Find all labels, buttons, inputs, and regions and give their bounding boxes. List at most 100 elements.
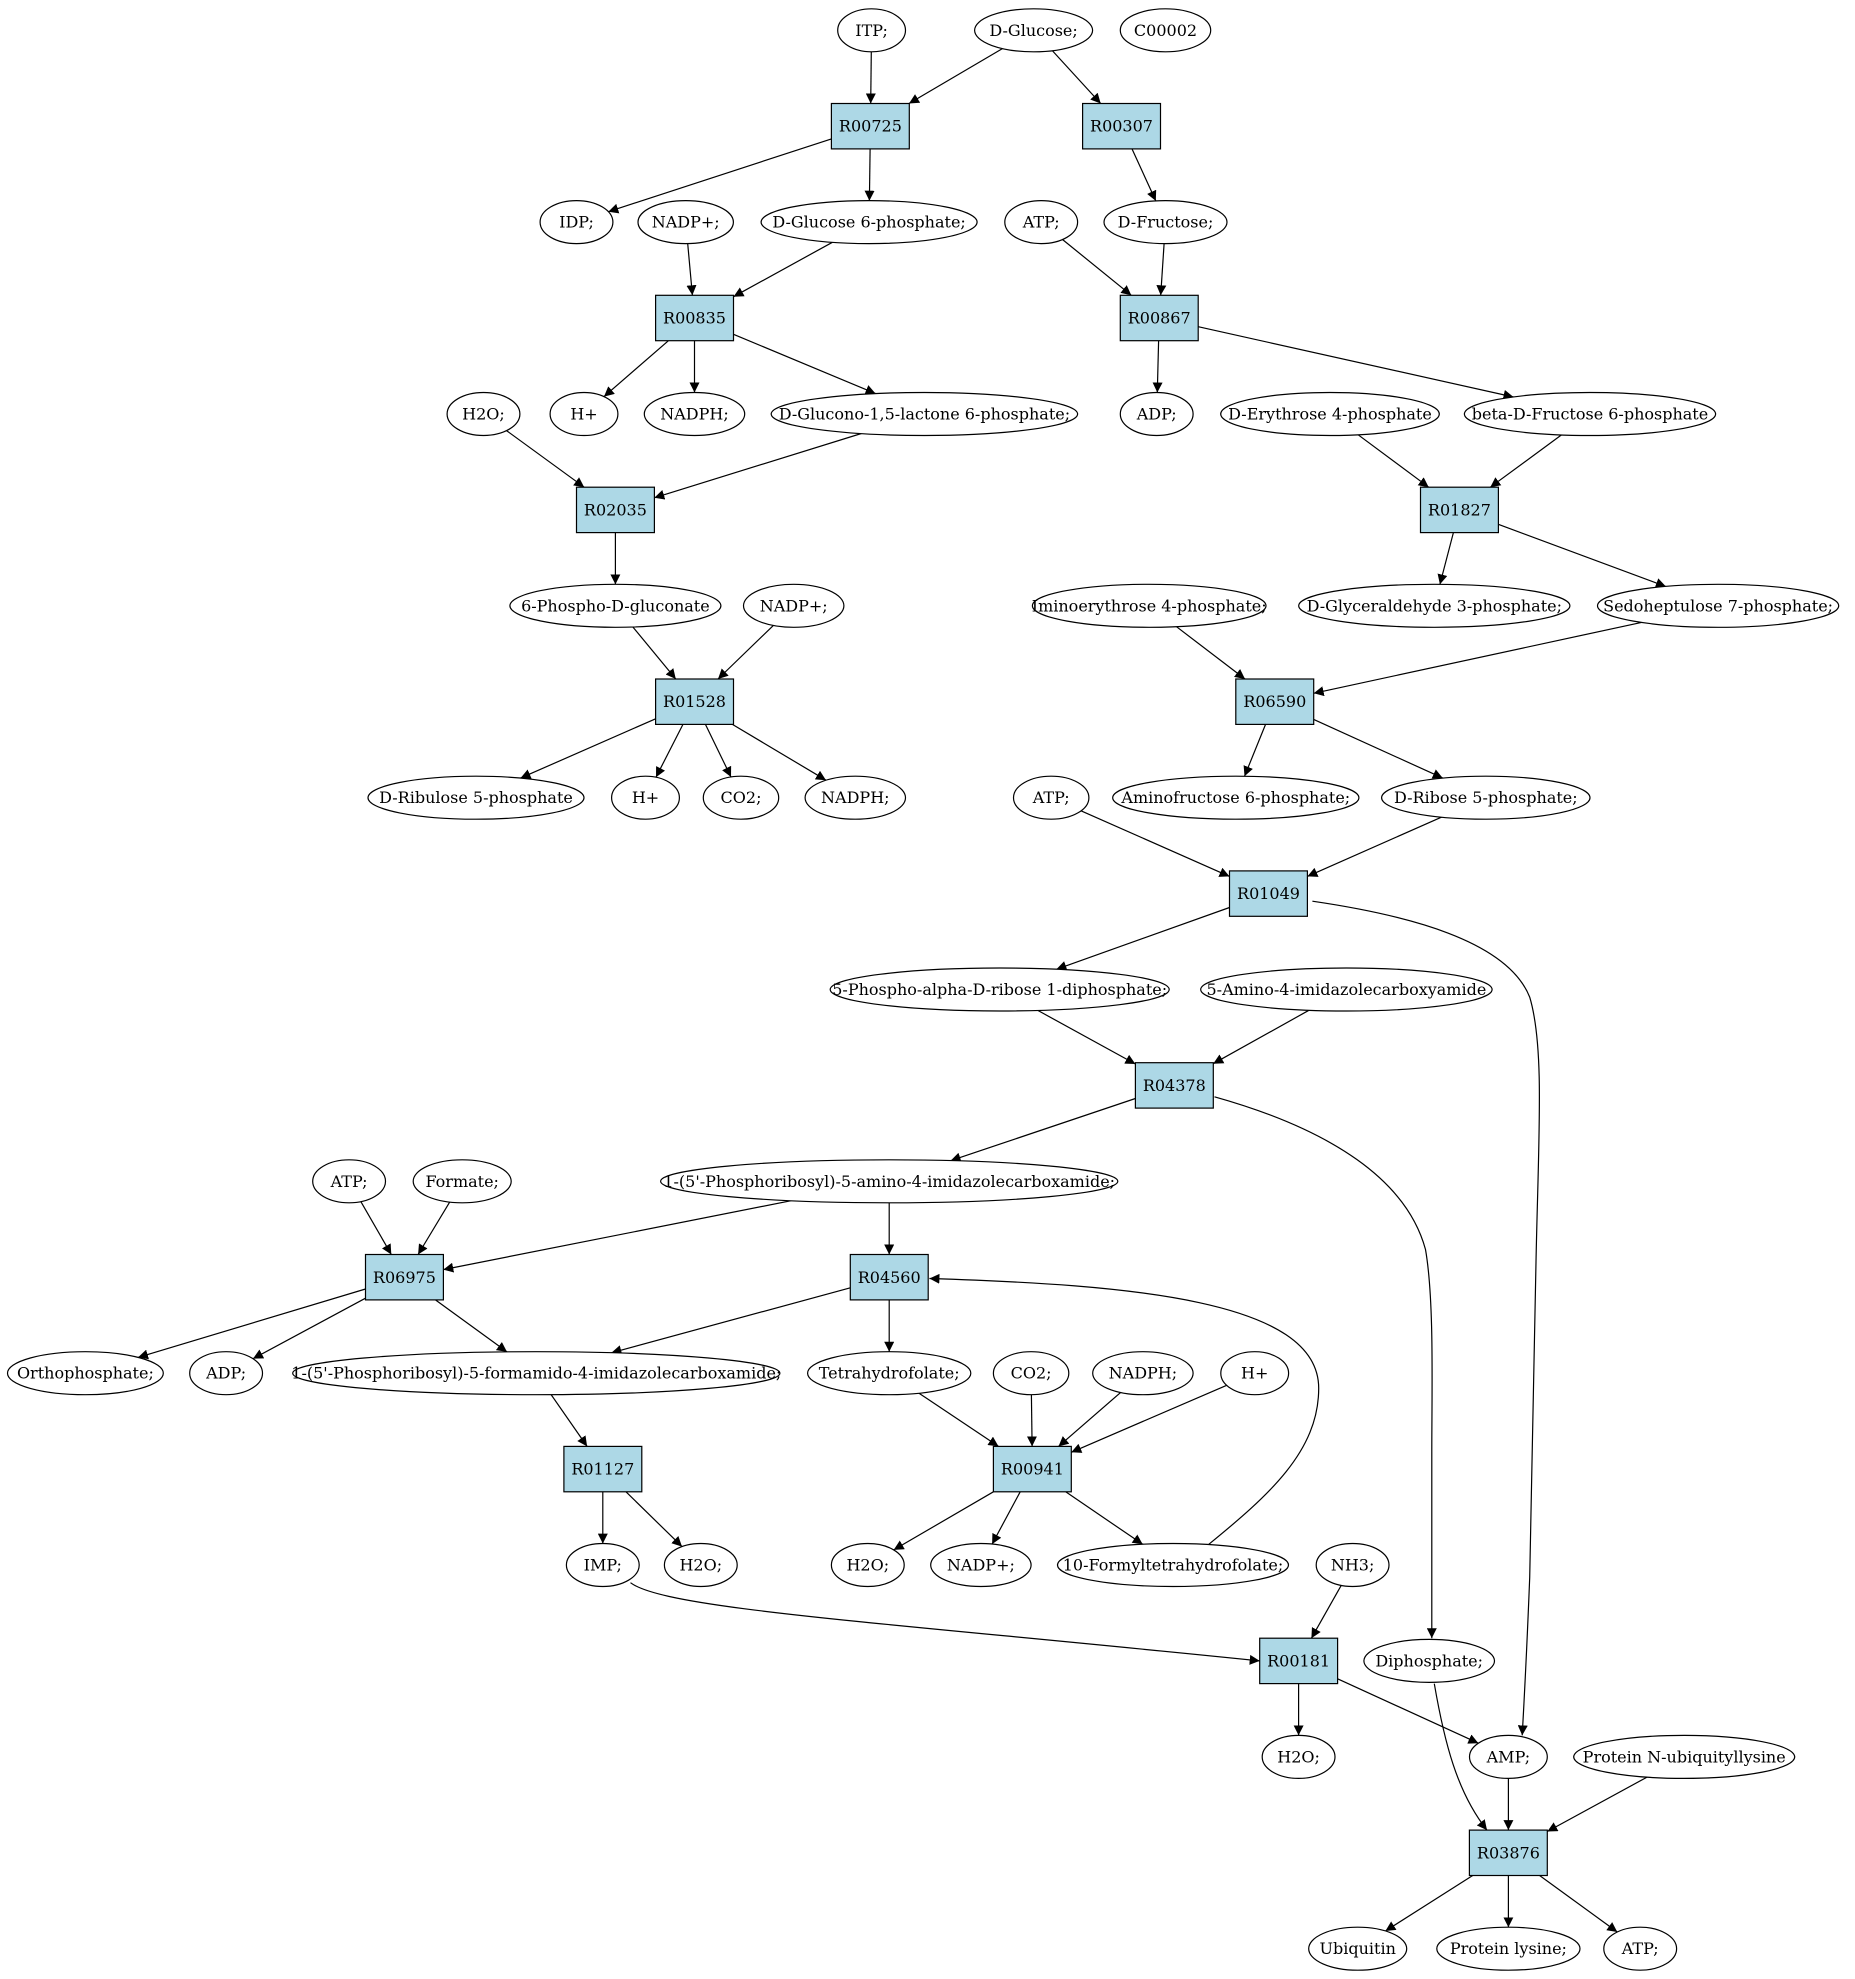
- reaction-node-r01528[interactable]: R01528: [654, 678, 735, 726]
- node-label: R03876: [1477, 1843, 1540, 1862]
- compound-node-orthophos[interactable]: Orthophosphate;: [6, 1351, 164, 1396]
- reaction-node-r00835[interactable]: R00835: [654, 294, 735, 342]
- compound-ellipse: [837, 8, 907, 53]
- reaction-node-r00307[interactable]: R00307: [1081, 102, 1162, 150]
- compound-ellipse: [829, 967, 1170, 1012]
- compound-node-hplus3[interactable]: H+: [1220, 1351, 1290, 1396]
- compound-node-h2o3[interactable]: H2O;: [830, 1542, 905, 1588]
- compound-ellipse: [973, 8, 1094, 53]
- compound-node-protlys[interactable]: Protein lysine;: [1436, 1926, 1581, 1971]
- compound-node-faicar[interactable]: 1-(5'-Phosphoribosyl)-5-formamido-4-imid…: [291, 1351, 781, 1396]
- edge-r00835-to-glucono: [733, 333, 876, 395]
- node-label: R00181: [1267, 1651, 1330, 1670]
- reaction-node-r01049[interactable]: R01049: [1228, 870, 1309, 917]
- compound-ellipse: [565, 1542, 640, 1588]
- compound-node-h2o4[interactable]: H2O;: [1261, 1734, 1336, 1780]
- edge-r01127-to-h2o2: [625, 1491, 683, 1548]
- node-label: Orthophosphate;: [17, 1364, 154, 1383]
- compound-node-gluconate[interactable]: 6-Phospho-D-gluconate: [509, 583, 722, 628]
- compound-node-nadp3[interactable]: NADP+;: [930, 1542, 1032, 1588]
- reaction-node-r03876[interactable]: R03876: [1468, 1829, 1548, 1877]
- reaction-node-r06975[interactable]: R06975: [364, 1253, 445, 1301]
- compound-node-thf[interactable]: Tetrahydrofolate;: [807, 1351, 972, 1396]
- edge-prpp-to-r04378: [1037, 1009, 1136, 1065]
- compound-node-glucono[interactable]: D-Glucono-1,5-lactone 6-phosphate;: [770, 391, 1079, 437]
- reaction-node-r00867[interactable]: R00867: [1119, 294, 1199, 342]
- compound-node-h2o1[interactable]: H2O;: [446, 391, 521, 437]
- compound-node-nadp1[interactable]: NADP+;: [637, 200, 735, 245]
- compound-node-ribulose[interactable]: D-Ribulose 5-phosphate: [367, 775, 585, 820]
- compound-ellipse: [1103, 200, 1228, 245]
- compound-node-adp1[interactable]: ADP;: [1119, 391, 1194, 437]
- compound-node-iminoery[interactable]: Iminoerythrose 4-phosphate;: [1031, 583, 1267, 628]
- compound-node-amp[interactable]: AMP;: [1468, 1734, 1548, 1780]
- compound-node-hplus2[interactable]: H+: [610, 775, 680, 820]
- compound-node-ribose5p[interactable]: D-Ribose 5-phosphate;: [1381, 775, 1591, 820]
- reaction-node-r01127[interactable]: R01127: [563, 1445, 643, 1493]
- node-label: H2O;: [846, 1556, 889, 1575]
- compound-node-erythrose[interactable]: D-Erythrose 4-phosphate: [1220, 391, 1440, 437]
- compound-node-sedo[interactable]: Sedoheptulose 7-phosphate;: [1596, 583, 1840, 628]
- reaction-node-r00725[interactable]: R00725: [830, 102, 910, 150]
- compound-node-co2b[interactable]: CO2;: [992, 1351, 1070, 1396]
- edge-r00725-to-g6p: [864, 148, 875, 201]
- node-label: H2O;: [679, 1556, 722, 1575]
- compound-node-atp2[interactable]: ATP;: [1012, 775, 1090, 820]
- edge-nadp1-to-r00835: [686, 243, 697, 296]
- compound-node-h2o2[interactable]: H2O;: [663, 1542, 738, 1588]
- compound-node-aica[interactable]: 5-Amino-4-imidazolecarboxyamide: [1200, 967, 1493, 1012]
- compound-node-itp[interactable]: ITP;: [837, 8, 907, 53]
- compound-node-dglucose[interactable]: D-Glucose;: [973, 8, 1094, 53]
- compound-node-formylthf[interactable]: 10-Formyltetrahydrofolate;: [1056, 1542, 1290, 1588]
- compound-node-nadp2[interactable]: NADP+;: [742, 583, 845, 628]
- reaction-node-r04378[interactable]: R04378: [1134, 1062, 1214, 1109]
- compound-node-nadph3[interactable]: NADPH;: [1092, 1351, 1194, 1396]
- compound-node-atp4[interactable]: ATP;: [1603, 1926, 1678, 1971]
- node-label: R06975: [373, 1268, 436, 1287]
- compound-node-bfructose[interactable]: beta-D-Fructose 6-phosphate: [1463, 391, 1717, 437]
- reaction-node-r00941[interactable]: R00941: [992, 1445, 1072, 1493]
- compound-node-hplus1[interactable]: H+: [549, 391, 619, 437]
- compound-node-protubi[interactable]: Protein N-ubiquityllysine: [1573, 1734, 1796, 1780]
- compound-node-atp3[interactable]: ATP;: [312, 1159, 387, 1204]
- compound-ellipse: [446, 391, 521, 437]
- node-label: beta-D-Fructose 6-phosphate: [1472, 405, 1708, 424]
- compound-ellipse: [1468, 1734, 1548, 1780]
- compound-node-g6p[interactable]: D-Glucose 6-phosphate;: [760, 200, 978, 245]
- compound-ellipse: [1031, 583, 1267, 628]
- compound-ellipse: [930, 1542, 1032, 1588]
- edges-layer: [137, 47, 1667, 1933]
- compound-node-aminofruc[interactable]: Aminofructose 6-phosphate;: [1112, 775, 1360, 820]
- reaction-node-r02035[interactable]: R02035: [575, 486, 656, 534]
- compound-node-nadph2[interactable]: NADPH;: [804, 775, 907, 820]
- compound-node-aicar[interactable]: 1-(5'-Phosphoribosyl)-5-amino-4-imidazol…: [659, 1159, 1119, 1204]
- compound-node-dfructose[interactable]: D-Fructose;: [1103, 200, 1228, 245]
- edge-h2o1-to-r02035: [506, 430, 585, 488]
- compound-node-c00002[interactable]: C00002: [1119, 8, 1212, 53]
- reaction-node-r06590[interactable]: R06590: [1235, 678, 1315, 726]
- compound-node-co2a[interactable]: CO2;: [702, 775, 780, 820]
- reaction-node-r01827[interactable]: R01827: [1419, 486, 1500, 534]
- compound-ellipse: [1119, 391, 1194, 437]
- edge-bfructose-to-r01827: [1489, 434, 1562, 488]
- compound-ellipse: [1308, 1926, 1408, 1971]
- edge-diphos-to-r03876: [1433, 1683, 1488, 1831]
- compound-node-adp2[interactable]: ADP;: [189, 1351, 264, 1396]
- edge-r00725-to-idp: [608, 138, 832, 214]
- compound-node-imp[interactable]: IMP;: [565, 1542, 640, 1588]
- edge-formylthf-to-r04560: [929, 1273, 1320, 1546]
- edge-hplus3-to-r00941: [1071, 1384, 1227, 1453]
- compound-node-ubiquitin[interactable]: Ubiquitin: [1308, 1926, 1408, 1971]
- compound-node-glyceraldehyde[interactable]: D-Glyceraldehyde 3-phosphate;: [1298, 583, 1571, 628]
- edge-r00941-to-formylthf: [1065, 1491, 1144, 1545]
- compound-node-prpp[interactable]: 5-Phospho-alpha-D-ribose 1-diphosphate;: [829, 967, 1170, 1012]
- edge-r01528-to-hplus2: [655, 724, 684, 778]
- compound-node-formate[interactable]: Formate;: [412, 1159, 512, 1204]
- compound-node-atp1[interactable]: ATP;: [1004, 200, 1079, 245]
- compound-node-idp[interactable]: IDP;: [539, 200, 614, 245]
- compound-node-nadph1[interactable]: NADPH;: [643, 391, 746, 437]
- compound-node-nh3[interactable]: NH3;: [1315, 1542, 1390, 1588]
- compound-node-diphos[interactable]: Diphosphate;: [1363, 1638, 1496, 1684]
- reaction-node-r00181[interactable]: R00181: [1259, 1637, 1339, 1685]
- reaction-node-r04560[interactable]: R04560: [849, 1253, 929, 1301]
